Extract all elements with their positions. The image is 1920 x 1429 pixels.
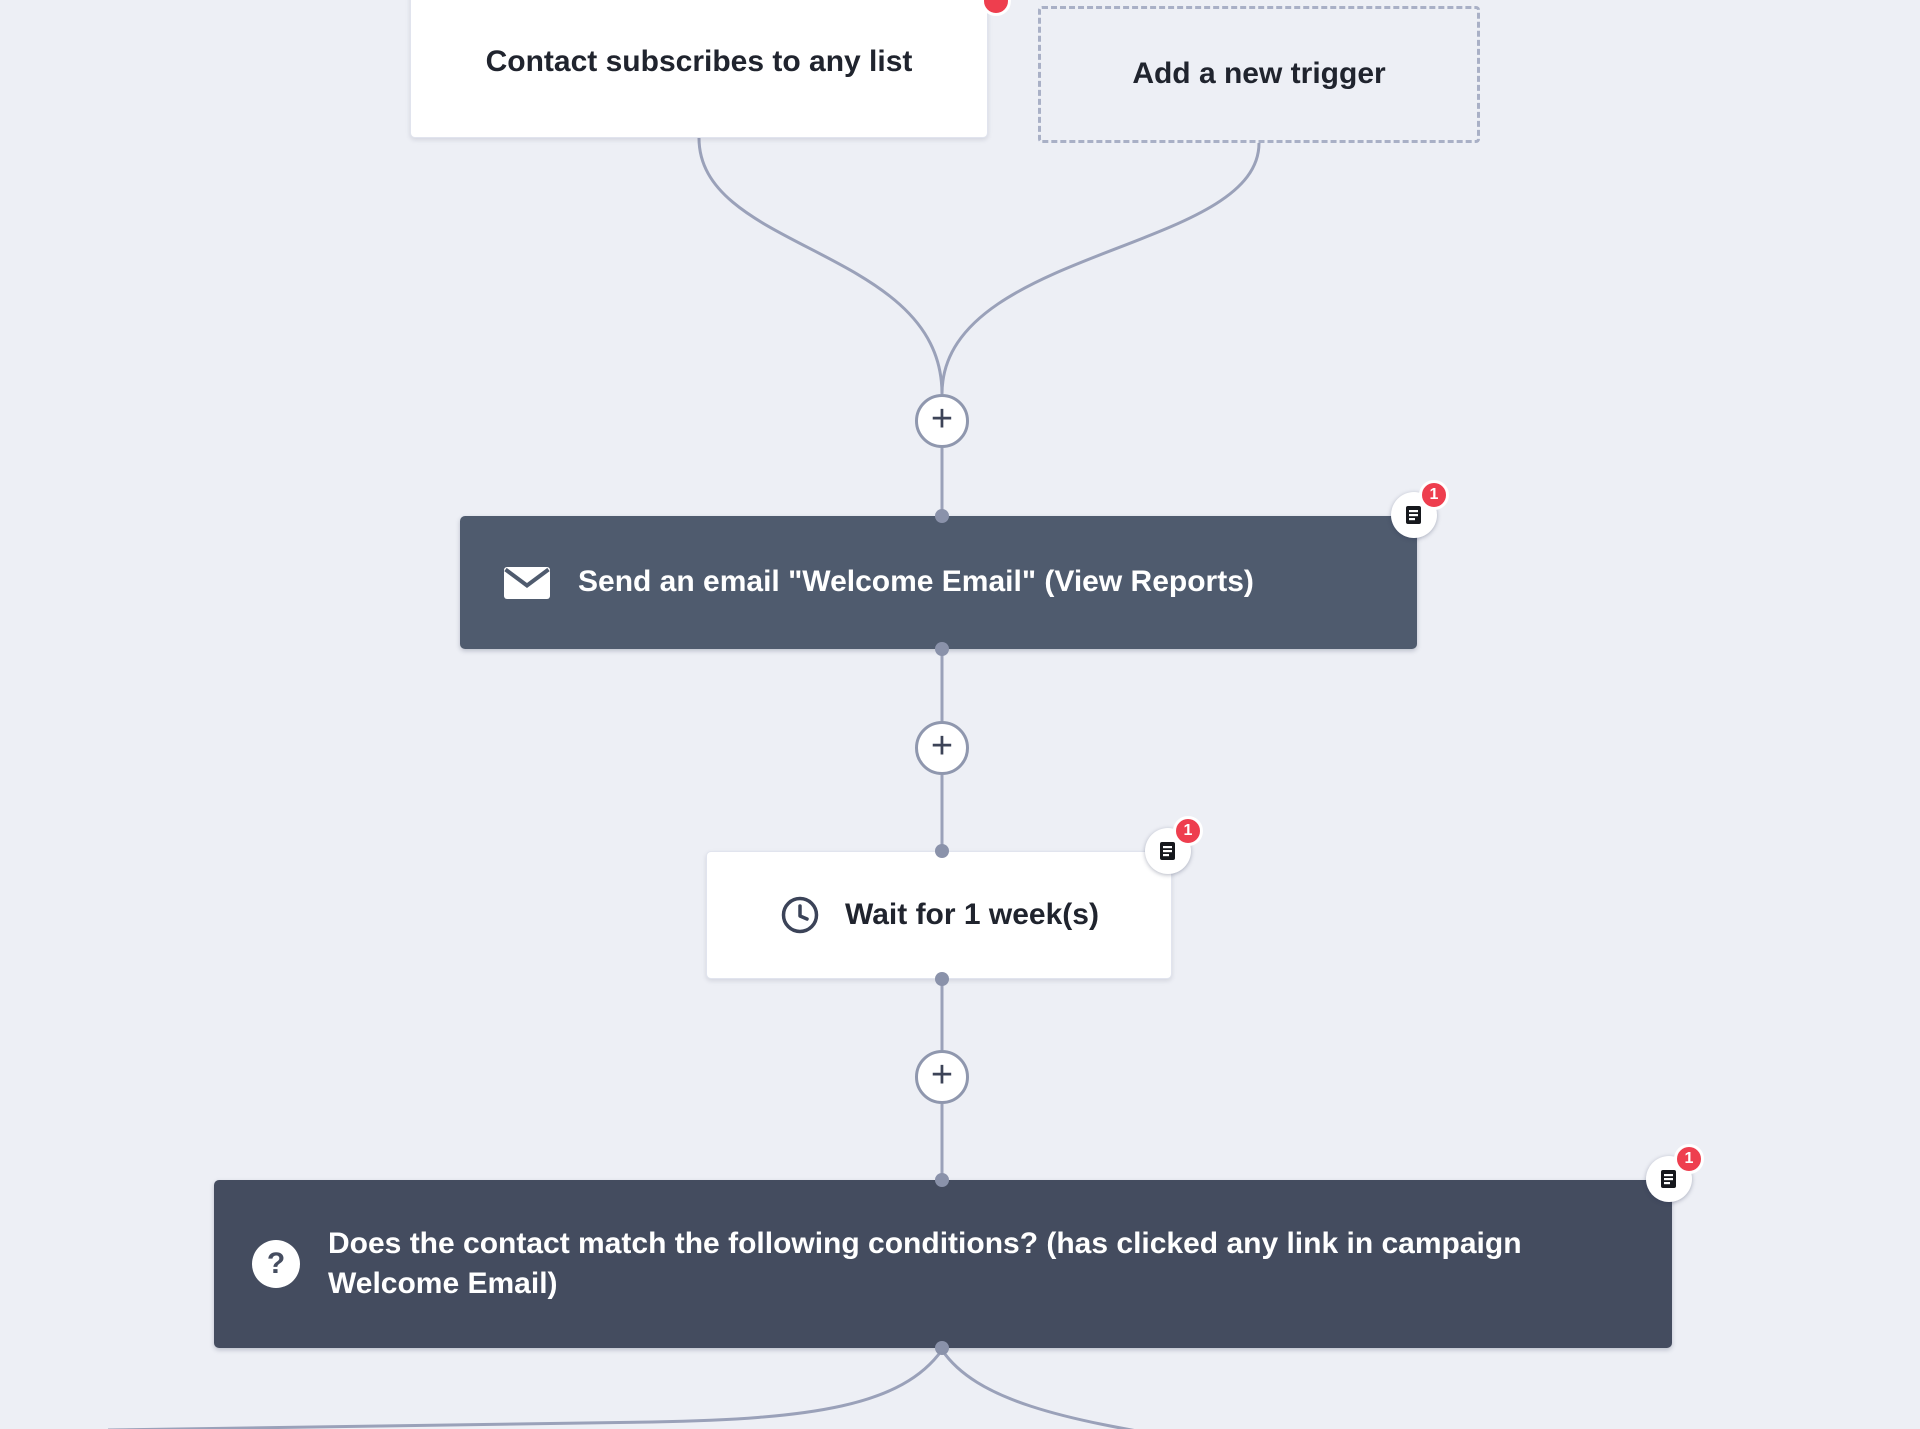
- note-count-badge: 1: [1419, 480, 1449, 510]
- node-trigger-contact-subscribes[interactable]: Contact subscribes to any list: [410, 0, 1011, 138]
- envelope-icon: [504, 566, 550, 599]
- condition-label: Does the contact match the following con…: [328, 1226, 1522, 1301]
- add-trigger-label: Add a new trigger: [1132, 57, 1386, 91]
- connector-trigger-left: [697, 137, 944, 395]
- note-badge-partial[interactable]: [981, 0, 1011, 16]
- add-action-button-3[interactable]: +: [915, 1050, 969, 1104]
- connector-dot: [935, 844, 949, 858]
- note-count-badge: [981, 0, 1011, 16]
- connector-dot: [935, 509, 949, 523]
- note-badge[interactable]: 1: [1145, 816, 1203, 874]
- node-wait[interactable]: Wait for 1 week(s) 1: [706, 816, 1203, 979]
- connector-branch-no: [940, 1349, 1135, 1429]
- note-count-badge: 1: [1674, 1144, 1704, 1174]
- connector-branch-yes: [107, 1349, 944, 1429]
- note-count-badge: 1: [1173, 816, 1203, 846]
- send-email-label: Send an email "Welcome Email" (View Repo…: [578, 565, 1254, 599]
- question-icon: ?: [252, 1240, 300, 1288]
- connector-dot: [935, 1173, 949, 1187]
- connector-dot: [935, 972, 949, 986]
- note-badge[interactable]: 1: [1391, 480, 1449, 538]
- plus-icon: +: [930, 398, 954, 440]
- node-condition-if-else[interactable]: ? Does the contact match the following c…: [214, 1144, 1704, 1348]
- plus-icon: +: [930, 725, 954, 767]
- plus-icon: +: [930, 1054, 954, 1096]
- wait-label: Wait for 1 week(s): [845, 897, 1099, 931]
- trigger-label: Contact subscribes to any list: [485, 44, 913, 78]
- add-action-button-1[interactable]: +: [915, 394, 969, 448]
- connector-dot: [935, 1341, 949, 1355]
- connector-trigger-right: [940, 142, 1261, 395]
- connector-dot: [935, 642, 949, 656]
- add-action-button-2[interactable]: +: [915, 721, 969, 775]
- note-badge[interactable]: 1: [1646, 1144, 1704, 1202]
- add-new-trigger-button[interactable]: Add a new trigger: [1038, 6, 1480, 143]
- node-send-email[interactable]: Send an email "Welcome Email" (View Repo…: [460, 480, 1449, 649]
- clock-icon: [779, 894, 821, 936]
